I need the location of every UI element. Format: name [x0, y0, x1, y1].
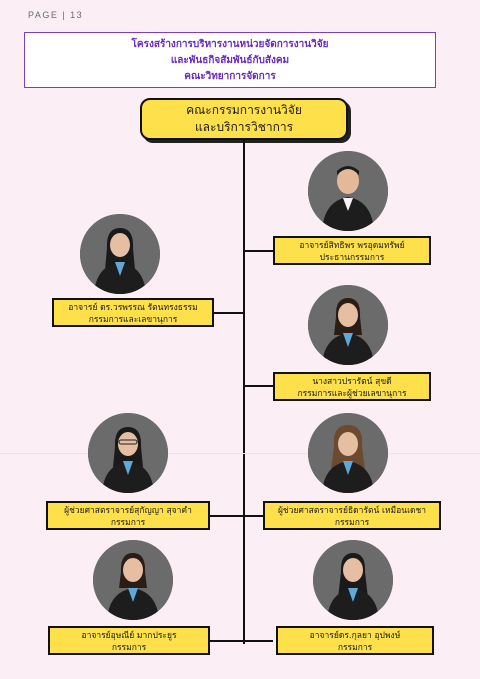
org-structure-title: โครงสร้างการบริหารงานหน่วยจัดการงานวิจัย…: [24, 32, 436, 88]
branch-line-member-3: [245, 385, 273, 387]
member-3-photo: [308, 285, 388, 365]
member-3-card: นางสาวปรารัตน์ สุขดี กรรมการและผู้ช่วยเล…: [273, 372, 431, 401]
branch-line-member-7: [245, 640, 273, 642]
title-line-1: โครงสร้างการบริหารงานหน่วยจัดการงานวิจัย: [131, 39, 329, 50]
branch-line-member-6: [209, 640, 243, 642]
member-4-photo: [88, 413, 168, 493]
committee-line-1: คณะกรรมการงานวิจัย: [186, 103, 302, 117]
member-6-photo: [93, 540, 173, 620]
member-1-photo: [308, 151, 388, 231]
member-6-role: กรรมการ: [111, 643, 147, 653]
member-4-role: กรรมการ: [110, 518, 146, 528]
person-portrait-icon: [80, 214, 160, 294]
member-5-card: ผู้ช่วยศาสตราจารย์ธิดารัตน์ เหมือนเดชา ก…: [263, 501, 441, 530]
title-line-2: และพันธกิจสัมพันธ์กับสังคม: [170, 55, 290, 66]
member-7-role: กรรมการ: [337, 643, 373, 653]
org-chart-trunk-line: [243, 140, 245, 644]
member-1-name: อาจารย์สิทธิพร พรอุดมทรัพย์: [299, 241, 405, 251]
committee-head-box: คณะกรรมการงานวิจัย และบริการวิชาการ: [140, 98, 348, 140]
page-number: PAGE | 13: [28, 10, 84, 20]
person-portrait-icon: [93, 540, 173, 620]
person-portrait-icon: [313, 540, 393, 620]
branch-line-member-4: [209, 515, 243, 517]
title-line-3: คณะวิทยาการจัดการ: [184, 71, 276, 82]
member-2-card: อาจารย์ ดร.วรพรรณ รัตนทรงธรรม กรรมการและ…: [52, 298, 214, 327]
person-portrait-icon: [308, 151, 388, 231]
branch-line-member-5: [245, 515, 263, 517]
member-2-photo: [80, 214, 160, 294]
member-5-name: ผู้ช่วยศาสตราจารย์ธิดารัตน์ เหมือนเดชา: [277, 506, 427, 516]
person-portrait-icon: [308, 413, 388, 493]
person-portrait-icon: [308, 285, 388, 365]
member-2-name: อาจารย์ ดร.วรพรรณ รัตนทรงธรรม: [68, 303, 198, 313]
member-7-name: อาจารย์ดร.กุลยา อุปพงษ์: [309, 631, 401, 641]
member-1-card: อาจารย์สิทธิพร พรอุดมทรัพย์ ประธานกรรมกา…: [273, 236, 431, 265]
committee-line-2: และบริการวิชาการ: [194, 120, 294, 134]
member-3-name: นางสาวปรารัตน์ สุขดี: [312, 377, 392, 387]
member-6-card: อาจารย์อุษณีย์ มากประยูร กรรมการ: [48, 626, 210, 655]
branch-line-member-1: [245, 250, 273, 252]
member-1-role: ประธานกรรมการ: [319, 253, 385, 263]
member-7-photo: [313, 540, 393, 620]
member-5-photo: [308, 413, 388, 493]
member-5-role: กรรมการ: [334, 518, 370, 528]
member-4-name: ผู้ช่วยศาสตราจารย์สุกัญญา สุจาคำ: [64, 506, 192, 516]
member-6-name: อาจารย์อุษณีย์ มากประยูร: [81, 631, 177, 641]
member-7-card: อาจารย์ดร.กุลยา อุปพงษ์ กรรมการ: [276, 626, 434, 655]
branch-line-member-2: [213, 312, 243, 314]
member-3-role: กรรมการและผู้ช่วยเลขานุการ: [297, 389, 407, 399]
member-2-role: กรรมการและเลขานุการ: [88, 315, 178, 325]
member-4-card: ผู้ช่วยศาสตราจารย์สุกัญญา สุจาคำ กรรมการ: [46, 501, 210, 530]
page-fold-divider: [0, 453, 480, 454]
person-portrait-icon: [88, 413, 168, 493]
